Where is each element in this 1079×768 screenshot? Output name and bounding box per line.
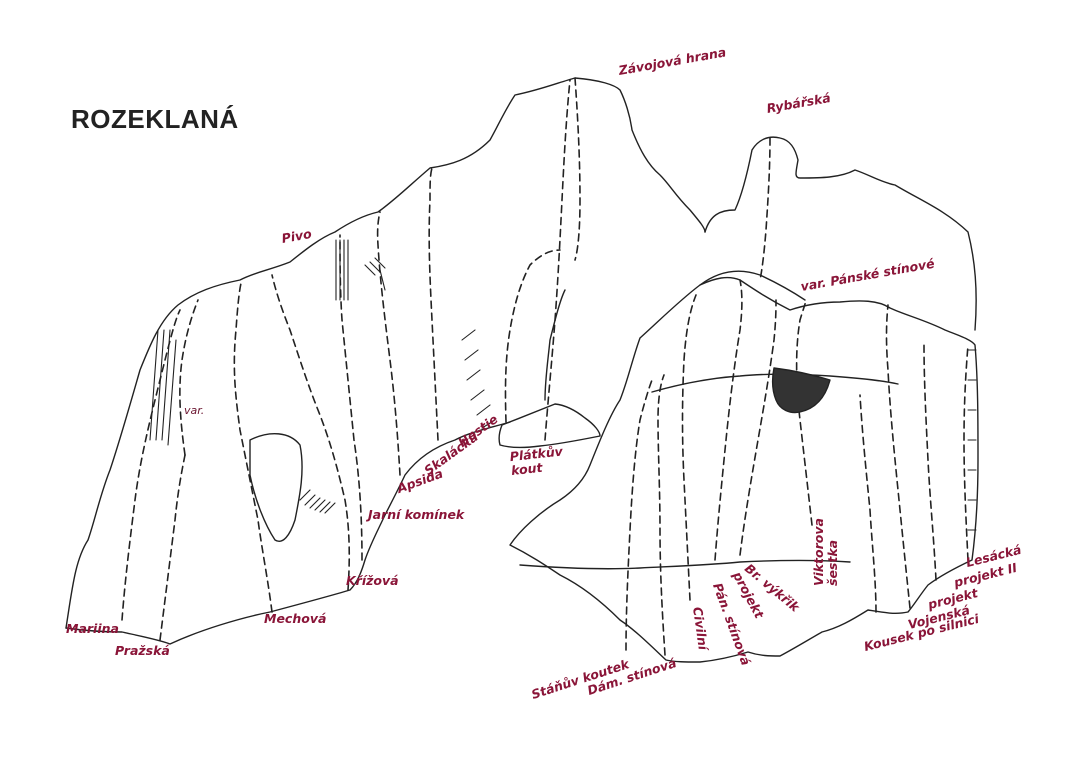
left-pillar (249, 433, 303, 542)
route-line-mechova (233, 279, 273, 613)
route-line-zavojova (544, 79, 571, 441)
hatched-shadows (149, 239, 977, 531)
route-label-jarni-kominek: Jarní komínek (368, 507, 465, 522)
center-gully (544, 289, 566, 401)
route-line-dam-stinova (657, 374, 666, 656)
upper-right-ledge (699, 270, 806, 301)
route-label-platkuv-kout: Plátkův kout (508, 443, 564, 478)
route-line-br-vykrik (739, 299, 777, 556)
route-line-prazska (159, 454, 186, 641)
dark-overhang (771, 367, 831, 414)
route-line-kousek (859, 394, 877, 613)
route-line-lesacka (963, 344, 969, 561)
route-line-stanuv (625, 379, 653, 651)
left-chimney-hatch (149, 329, 177, 446)
route-line-krizova (271, 274, 351, 591)
route-label-mariina: Mariina (66, 621, 119, 636)
upper-hatch (364, 257, 386, 291)
route-line-jarni-kominek (339, 234, 363, 561)
route-line-mariina (121, 309, 181, 621)
lower-terrace (519, 559, 851, 570)
route-line-vojenska (885, 304, 911, 609)
route-line-civilni (681, 294, 697, 601)
route-lines (121, 77, 969, 656)
left-rock-base (65, 421, 511, 645)
route-line-projekt-right (923, 344, 937, 581)
rybarska-tower (704, 136, 977, 331)
pivo-chimney-hatch (335, 239, 349, 301)
far-right-hatch (967, 349, 977, 531)
route-label-krizova: Křížová (346, 573, 399, 588)
route-line-hostie (504, 249, 561, 423)
route-line-apsida (376, 211, 401, 476)
route-line-var (179, 299, 199, 456)
right-rock-outline (509, 276, 979, 663)
route-label-viktorova-sestka: Viktorova šestka (811, 518, 840, 586)
route-line-pan-stinova (714, 279, 743, 561)
left-rock-outline (65, 77, 706, 629)
route-line-skalacka (428, 167, 439, 441)
hostie-hatch (461, 329, 496, 429)
page-title: ROZEKLANÁ (71, 104, 239, 134)
route-line-zavojova-2 (574, 77, 581, 261)
route-label-prazska: Pražská (115, 643, 170, 658)
route-line-rybarska (759, 137, 771, 281)
krizova-hatch (299, 489, 336, 514)
hostie-platkuv-block (498, 403, 601, 449)
route-label-mechova: Mechová (264, 611, 327, 626)
route-label-var: var. (184, 404, 205, 417)
